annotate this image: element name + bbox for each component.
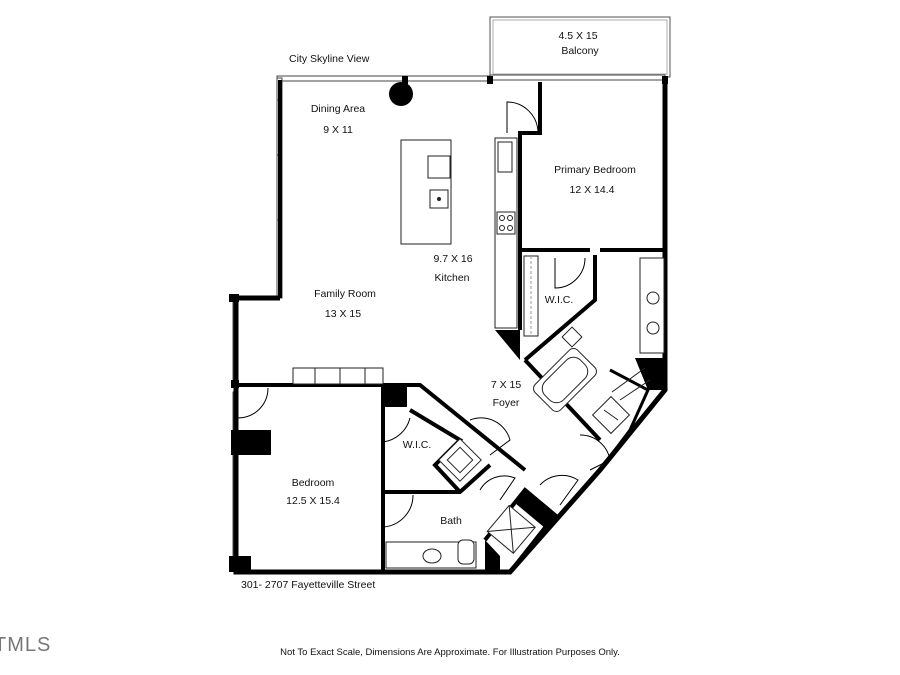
primary-bedroom-dim: 12 X 14.4 [570, 184, 615, 196]
balcony-area [489, 16, 671, 78]
kitchen-counters [494, 137, 518, 329]
bedroom-wic-fixture [438, 438, 482, 482]
family-room-label: Family Room [314, 288, 376, 300]
fireplace [292, 367, 384, 385]
dining-label: Dining Area [311, 103, 365, 115]
family-room-dim: 13 X 15 [325, 308, 361, 320]
primary-bedroom-label: Primary Bedroom [554, 164, 636, 176]
disclaimer-text: Not To Exact Scale, Dimensions Are Appro… [280, 647, 620, 658]
interior-walls [236, 82, 665, 574]
wic-bedroom-label: W.I.C. [403, 439, 432, 451]
kitchen-island [400, 139, 452, 245]
primary-wic-shelves [523, 255, 539, 337]
address-text: 301- 2707 Fayetteville Street [241, 579, 375, 591]
kitchen-label: Kitchen [434, 272, 469, 284]
mls-logo: TMLS [0, 634, 51, 656]
doors [237, 101, 611, 528]
column [389, 82, 413, 106]
room-labels: City Skyline View 4.5 X 15 Balcony Dinin… [286, 30, 636, 527]
bedroom-label: Bedroom [292, 477, 335, 489]
bedroom-dim: 12.5 X 15.4 [286, 495, 340, 507]
balcony-label: Balcony [561, 45, 599, 57]
foyer-label: Foyer [493, 397, 520, 409]
bath-fixtures [385, 504, 536, 569]
dining-dim: 9 X 11 [323, 124, 353, 136]
wic-primary-label: W.I.C. [545, 294, 574, 306]
view-label: City Skyline View [289, 53, 370, 65]
kitchen-dim: 9.7 X 16 [433, 253, 472, 265]
balcony-dim: 4.5 X 15 [558, 30, 597, 42]
foyer-dim: 7 X 15 [491, 379, 522, 391]
primary-bath-fixtures [533, 257, 665, 435]
bath-label: Bath [440, 515, 462, 527]
